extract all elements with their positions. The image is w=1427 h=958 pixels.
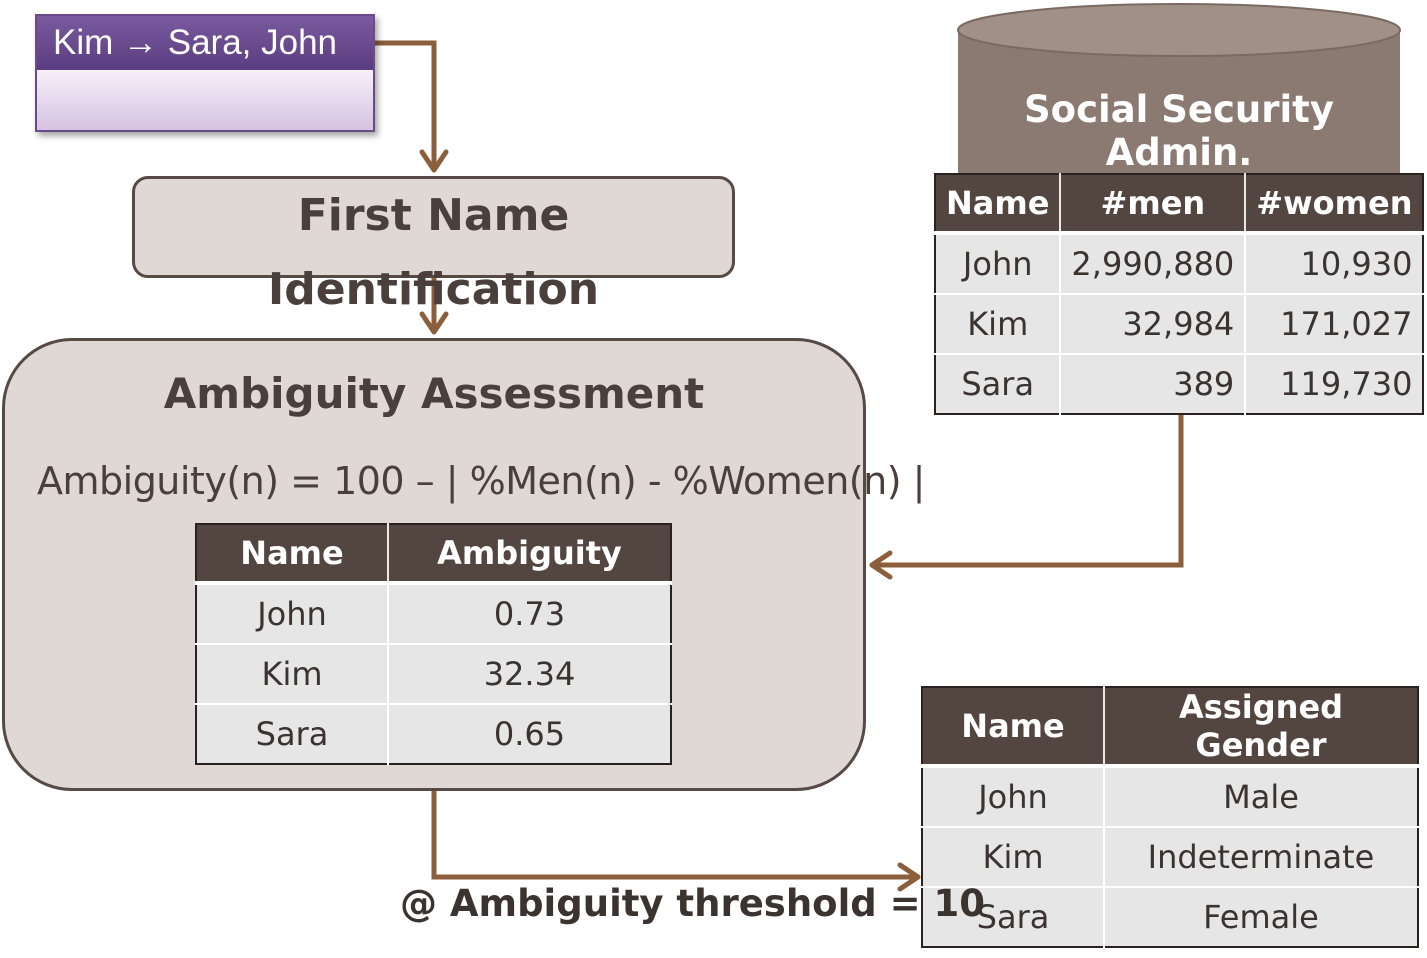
ssa-name-counts-table: Name #men #women John 2,990,880 10,930 K… bbox=[934, 173, 1425, 415]
database-cylinder: Social Security Admin. bbox=[957, 0, 1401, 175]
input-box-body bbox=[37, 70, 373, 130]
table-cell: 10,930 bbox=[1245, 232, 1424, 294]
table-header-row: Name #men #women bbox=[935, 174, 1424, 235]
arrow-aa-to-output bbox=[431, 791, 916, 880]
column-header: Assigned Gender bbox=[1104, 687, 1418, 768]
input-names-label: Kim → Sara, John bbox=[37, 16, 373, 70]
table-cell: Sara bbox=[196, 703, 389, 764]
ambiguity-threshold-label: @ Ambiguity threshold = 10 bbox=[400, 882, 986, 925]
table-cell: 119,730 bbox=[1245, 353, 1424, 414]
table-cell: Male bbox=[1104, 765, 1418, 827]
table-cell: 0.65 bbox=[388, 703, 671, 764]
arrowhead-aa bbox=[419, 311, 449, 335]
table-cell: 2,990,880 bbox=[1060, 232, 1247, 294]
table-row: John Male bbox=[922, 765, 1418, 827]
table-cell: 32,984 bbox=[1060, 293, 1247, 354]
column-header: Name bbox=[935, 174, 1062, 235]
table-row: Kim 32,984 171,027 bbox=[935, 293, 1424, 354]
table-cell: 171,027 bbox=[1245, 293, 1424, 354]
column-header: Ambiguity bbox=[388, 524, 671, 585]
column-header: #men bbox=[1060, 174, 1247, 235]
column-header: Name bbox=[922, 687, 1105, 768]
table-cell: John bbox=[922, 765, 1105, 827]
table-cell: 0.73 bbox=[388, 582, 671, 644]
first-name-identification-title: First Name Identification bbox=[267, 190, 600, 315]
arrow-ssa-to-aa bbox=[874, 414, 1184, 568]
first-name-identification-box: First Name Identification bbox=[132, 176, 735, 315]
table-cell: Sara bbox=[922, 886, 1105, 947]
table-cell: John bbox=[935, 232, 1062, 294]
table-cell: Sara bbox=[935, 353, 1062, 414]
table-cell: Indeterminate bbox=[1104, 826, 1418, 887]
table-row: John 2,990,880 10,930 bbox=[935, 232, 1424, 294]
database-icon bbox=[957, 3, 1401, 175]
column-header: Name bbox=[196, 524, 389, 585]
input-names-box: Kim → Sara, John bbox=[35, 14, 375, 132]
ambiguity-table: Name Ambiguity John 0.73 Kim 32.34 Sara … bbox=[195, 523, 672, 765]
table-row: Sara 389 119,730 bbox=[935, 353, 1424, 414]
assigned-gender-table: Name Assigned Gender John Male Kim Indet… bbox=[921, 686, 1419, 948]
table-row: John 0.73 bbox=[196, 582, 671, 644]
column-header: #women bbox=[1245, 174, 1424, 235]
table-cell: Kim bbox=[922, 826, 1105, 887]
table-header-row: Name Ambiguity bbox=[196, 524, 671, 585]
table-cell: Kim bbox=[196, 643, 389, 704]
table-cell: 389 bbox=[1060, 353, 1247, 414]
table-header-row: Name Assigned Gender bbox=[922, 687, 1418, 768]
table-cell: Kim bbox=[935, 293, 1062, 354]
table-cell: 32.34 bbox=[388, 643, 671, 704]
table-cell: John bbox=[196, 582, 389, 644]
table-cell: Female bbox=[1104, 886, 1418, 947]
table-row: Sara Female bbox=[922, 886, 1418, 947]
arrowhead-output bbox=[897, 862, 921, 892]
arrow-input-to-fni bbox=[375, 40, 437, 168]
table-row: Kim Indeterminate bbox=[922, 826, 1418, 887]
arrowhead-ssa bbox=[869, 550, 893, 580]
table-row: Kim 32.34 bbox=[196, 643, 671, 704]
ambiguity-assessment-title: Ambiguity Assessment bbox=[163, 369, 705, 418]
arrowhead-fni bbox=[419, 149, 449, 173]
database-label: Social Security Admin. bbox=[1024, 88, 1334, 174]
ambiguity-formula: Ambiguity(n) = 100 – | %Men(n) - %Women(… bbox=[37, 459, 925, 503]
table-row: Sara 0.65 bbox=[196, 703, 671, 764]
